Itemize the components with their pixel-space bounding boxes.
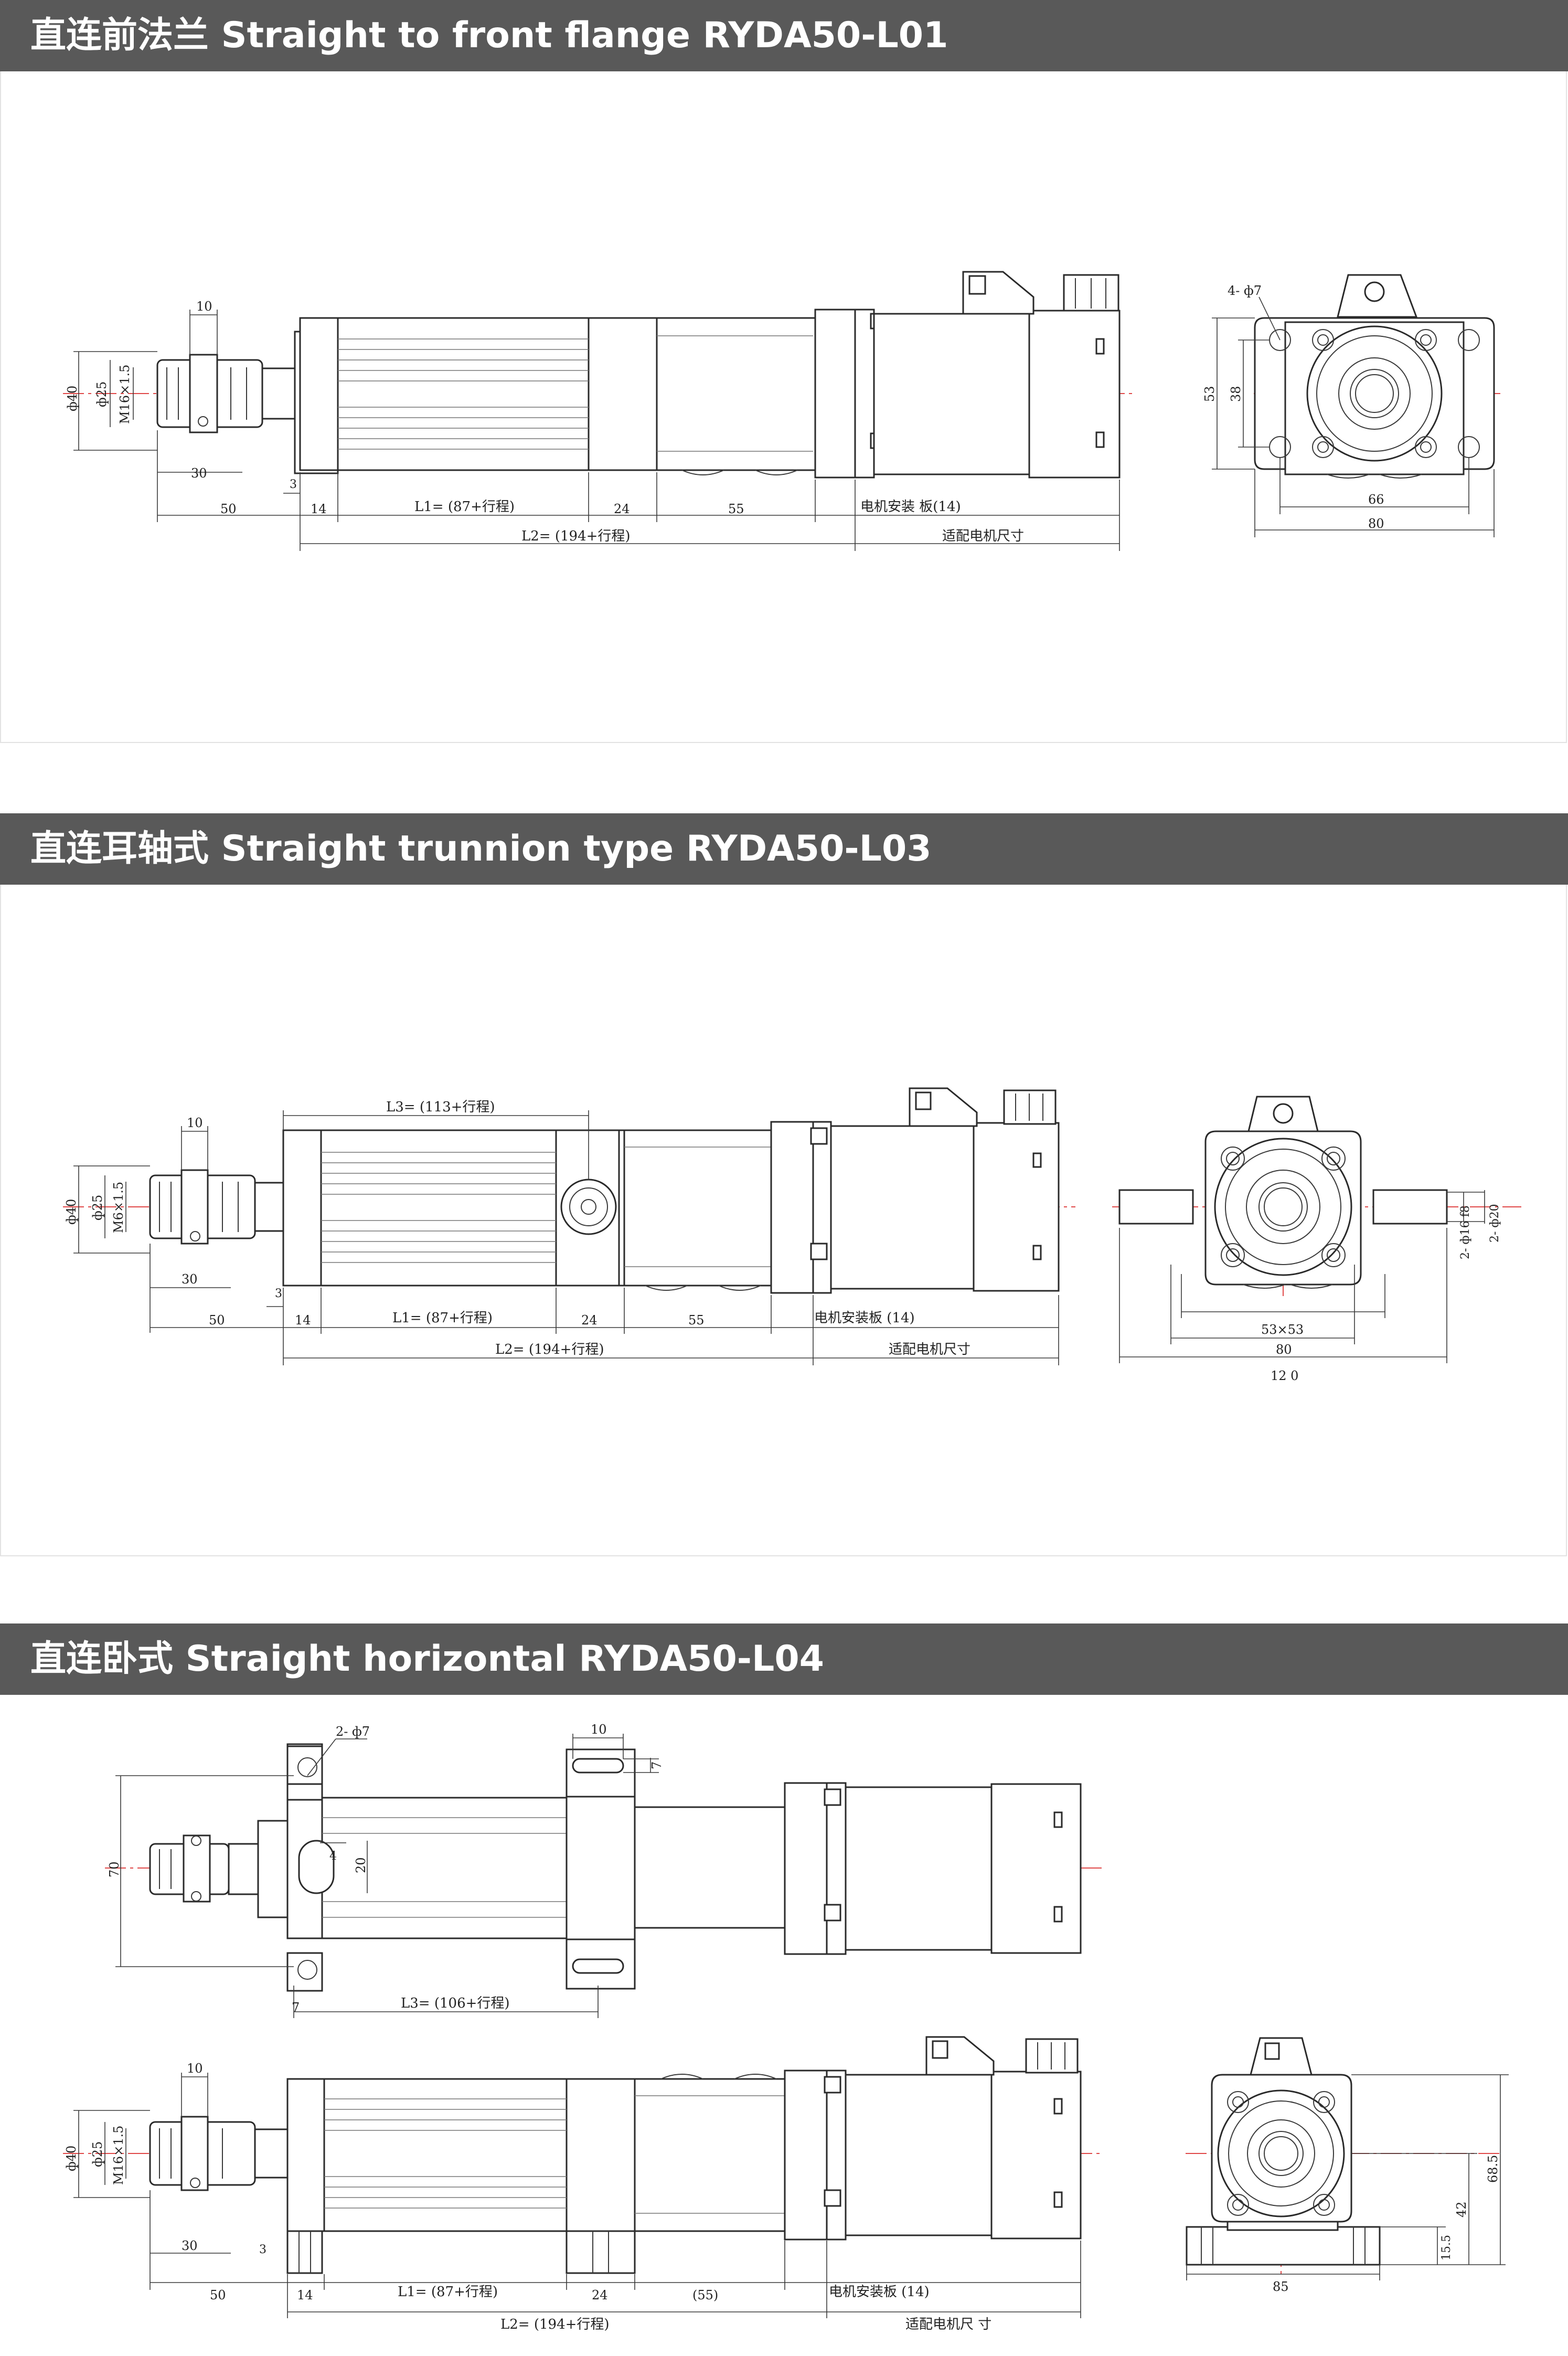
top-dimension-labels: 2- ф7 10 7 70 4 20 7 L3= (106+行程)	[107, 1722, 664, 2015]
panel-front-flange: 直连前法兰 Straight to front flange RYDA50-L0…	[0, 0, 1568, 743]
motor-plate-label: 电机安装 板(14)	[860, 499, 961, 515]
cylinder-body	[299, 317, 827, 475]
dim-l3: L3= (113+行程)	[386, 1099, 495, 1115]
dim-20: 20	[354, 1857, 368, 1873]
dim-phi25: ф25	[90, 2141, 105, 2167]
side-dimensions	[73, 2073, 1081, 2318]
dim-55: (55)	[692, 2288, 718, 2302]
dim-30: 30	[182, 1272, 198, 1287]
dim-3: 3	[290, 478, 297, 491]
dim-50: 50	[209, 1313, 225, 1328]
panel-header	[0, 1623, 1568, 1695]
panel-frame	[0, 885, 1567, 1556]
dim-55: 55	[728, 502, 744, 516]
end-view	[1254, 274, 1495, 479]
dim-30: 30	[182, 2238, 198, 2253]
dim-l1: L1= (87+行程)	[398, 2284, 498, 2300]
dim-phi25: ф25	[90, 1195, 105, 1221]
dim-10: 10	[187, 1116, 203, 1130]
panel-title: 直连耳轴式 Straight trunnion type RYDA50-L03	[30, 828, 932, 869]
drawing-front-flange: 10 ф40 ф25 M16×1.5 30 3 50 14 L1= (87+行程…	[63, 271, 1500, 551]
dim-10: 10	[187, 2061, 203, 2076]
dim-80: 80	[1276, 1342, 1292, 1357]
panel-horizontal: 直连卧式 Straight horizontal RYDA50-L04	[0, 1623, 1568, 2356]
dim-4: 4	[329, 1850, 337, 1863]
dim-50: 50	[210, 2288, 226, 2302]
dim-l2: L2= (194+行程)	[495, 1342, 604, 1357]
dim-42: 42	[1454, 2201, 1469, 2217]
end-view	[1186, 2037, 1509, 2280]
top-dimensions	[115, 1734, 659, 2018]
drawing-horizontal: 2- ф7 10 7 70 4 20 7 L3= (106+行程)	[63, 1722, 1509, 2332]
dim-holes: 4- ф7	[1228, 283, 1262, 298]
dim-50: 50	[220, 502, 237, 516]
dim-l1: L1= (87+行程)	[414, 499, 515, 515]
dim-pin16: 2- ф16 f8	[1459, 1205, 1472, 1259]
dim-7: 7	[292, 2000, 300, 2015]
motor-size-label: 适配电机尺寸	[889, 1342, 970, 1357]
dim-l1: L1= (87+行程)	[392, 1310, 493, 1326]
dim-holes: 2- ф7	[336, 1724, 370, 1739]
dim-phi25: ф25	[94, 381, 109, 407]
dim-phi40: ф40	[64, 2146, 79, 2171]
panel-trunnion: 直连耳轴式 Straight trunnion type RYDA50-L03	[0, 813, 1568, 1556]
dim-14: 14	[311, 502, 327, 516]
dim-24: 24	[614, 502, 630, 516]
motor-size-label: 适配电机尺寸	[942, 528, 1024, 544]
dim-3: 3	[275, 1287, 282, 1300]
end-dimension-labels: 85 15.5 42 68.5	[1273, 2155, 1500, 2294]
dim-53: 53	[1202, 386, 1217, 402]
dim-38: 38	[1229, 386, 1243, 402]
side-dimension-labels: 10 ф40 ф25 M16×1.5 30 3 50 14 L1= (87+行程…	[64, 2061, 991, 2332]
dim-l2: L2= (194+行程)	[500, 2317, 610, 2332]
dim-66: 66	[1368, 492, 1384, 507]
side-view	[149, 2036, 1082, 2274]
motor	[814, 271, 1121, 479]
dim-phi40: ф40	[64, 1199, 79, 1225]
dim-14: 14	[297, 2288, 313, 2302]
motor-size-label: 适配电机尺 寸	[905, 2317, 991, 2332]
dim-phi40: ф40	[65, 386, 80, 411]
dim-14: 14	[295, 1313, 311, 1328]
motor-plate-label: 电机安装板 (14)	[829, 2284, 930, 2300]
panel-frame	[0, 71, 1567, 743]
dim-24: 24	[581, 1313, 598, 1328]
dim-7-side: 7	[649, 1761, 664, 1769]
dim-l3: L3= (106+行程)	[401, 1996, 510, 2011]
dim-15-5: 15.5	[1440, 2235, 1453, 2261]
dim-70: 70	[107, 1861, 122, 1877]
dimension-labels: 10 L3= (113+行程) ф40 ф25 M6×1.5 30 3 50 1…	[64, 1099, 1501, 1383]
dim-120: 12 0	[1271, 1368, 1298, 1383]
dimensions	[73, 1110, 1485, 1365]
dim-24: 24	[592, 2288, 608, 2302]
motor-plate-label: 电机安装板 (14)	[814, 1310, 915, 1326]
dim-3: 3	[259, 2243, 266, 2256]
dim-10: 10	[196, 299, 212, 314]
panel-title: 直连前法兰 Straight to front flange RYDA50-L0…	[30, 15, 948, 56]
cylinder-body	[282, 1129, 809, 1291]
drawing-trunnion: 10 L3= (113+行程) ф40 ф25 M6×1.5 30 3 50 1…	[63, 1087, 1521, 1383]
dim-53x53: 53×53	[1261, 1322, 1304, 1337]
dimension-labels: 10 ф40 ф25 M16×1.5 30 3 50 14 L1= (87+行程…	[65, 283, 1384, 544]
dim-68-5: 68.5	[1486, 2155, 1500, 2183]
dim-thread: M16×1.5	[118, 365, 132, 424]
dim-10-top: 10	[591, 1722, 607, 1737]
motor	[770, 1087, 1060, 1294]
panel-header	[0, 813, 1568, 885]
dim-30: 30	[191, 466, 207, 481]
dim-80: 80	[1368, 516, 1384, 531]
rod-end	[149, 1169, 284, 1245]
dim-pin20: 2- ф20	[1488, 1204, 1501, 1243]
rod-end	[156, 354, 296, 433]
panel-header	[0, 0, 1568, 71]
dim-55: 55	[688, 1313, 705, 1328]
dim-l2: L2= (194+行程)	[521, 528, 631, 544]
top-view	[149, 1743, 1082, 1992]
dimensions	[73, 296, 1495, 551]
dim-thread: M6×1.5	[111, 1182, 126, 1233]
dim-thread: M16×1.5	[111, 2126, 126, 2185]
panel-title: 直连卧式 Straight horizontal RYDA50-L04	[30, 1638, 824, 1680]
dim-85: 85	[1273, 2279, 1289, 2294]
end-view	[1118, 1096, 1448, 1289]
